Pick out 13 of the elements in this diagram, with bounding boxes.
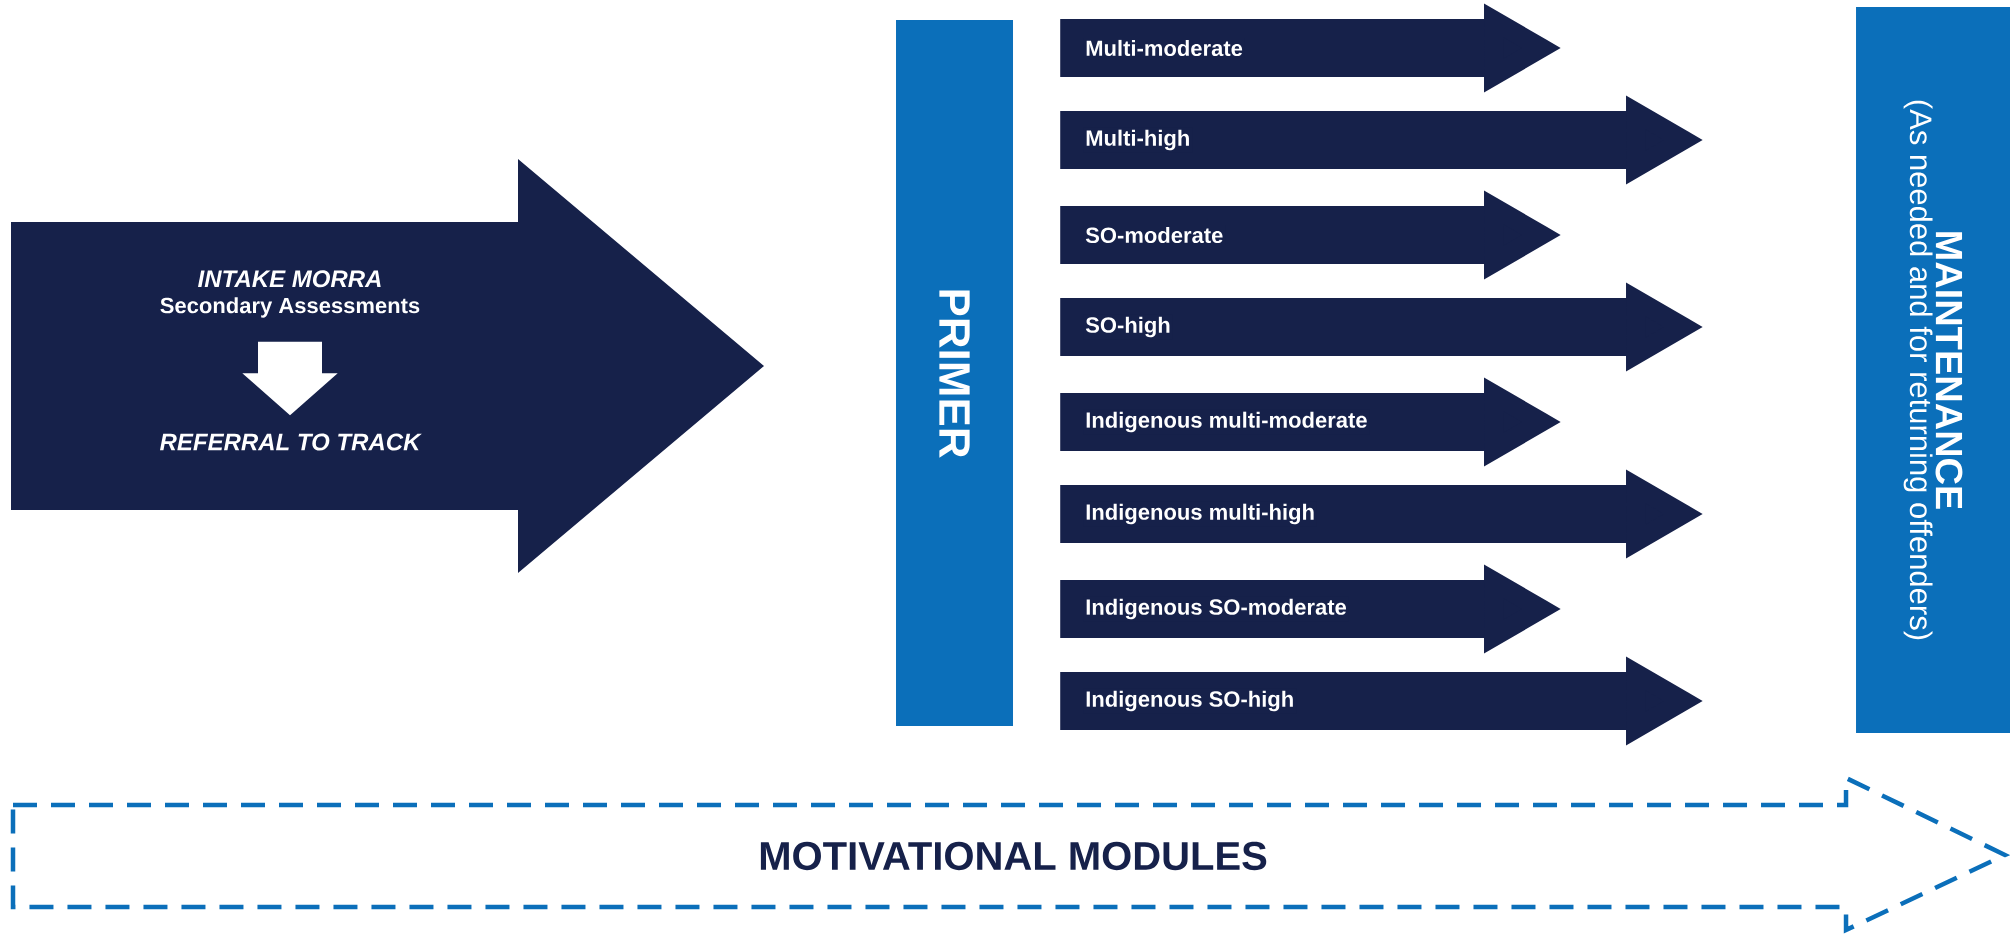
edge-label: Indigenous multi-high [1083,501,1317,527]
edge-label: SO-moderate [1083,224,1226,246]
edge-label: Multi-high [1083,127,1193,153]
text-label: REFERRAL TO TRACK [160,433,422,451]
edge-label: SO-high [1083,314,1173,340]
text-label: INTAKE MORRA Secondary Assessments [160,270,420,318]
edge-label: Multi-moderate [1083,37,1245,59]
maintenance-bar: MAINTENANCE (As needed and for returning offenders) [1856,7,2010,733]
edge-label: Indigenous SO-moderate [1083,596,1349,622]
block-arrow [11,159,764,573]
primer-bar: PRIMER [896,20,1013,726]
edge-label: Indigenous multi-moderate [1083,409,1370,435]
edge-label: Indigenous SO-high [1083,688,1297,714]
